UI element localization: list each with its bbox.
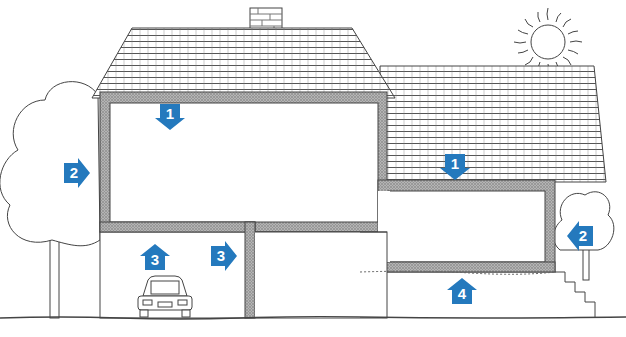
callout-number: 1 bbox=[160, 105, 180, 123]
callout-number: 4 bbox=[452, 285, 472, 303]
roof bbox=[380, 66, 606, 182]
room bbox=[255, 232, 360, 318]
callout-arrow bbox=[155, 104, 185, 130]
ground bbox=[0, 317, 626, 319]
callout-number: 3 bbox=[145, 251, 165, 269]
garage bbox=[100, 232, 387, 318]
callout-arrow bbox=[140, 244, 170, 270]
callout-number: 1 bbox=[445, 155, 465, 173]
callout-number: 2 bbox=[64, 164, 84, 182]
ground bbox=[360, 271, 555, 274]
callout-arrow bbox=[567, 221, 593, 251]
insulation bbox=[378, 180, 555, 272]
room bbox=[388, 191, 545, 262]
roof bbox=[92, 28, 395, 98]
room bbox=[110, 103, 378, 222]
car bbox=[138, 276, 192, 317]
insulation bbox=[100, 222, 255, 232]
insulation bbox=[245, 222, 255, 318]
tree bbox=[554, 192, 614, 280]
tree bbox=[0, 82, 100, 318]
steps bbox=[555, 272, 595, 318]
callout-number: 2 bbox=[573, 227, 593, 245]
callout-arrow bbox=[211, 241, 237, 271]
callout-arrow bbox=[64, 158, 90, 188]
insulation bbox=[100, 92, 387, 232]
insulation bbox=[360, 262, 555, 272]
callout-arrow bbox=[447, 278, 477, 304]
callout-number: 3 bbox=[211, 247, 231, 265]
callout-arrow bbox=[440, 154, 470, 180]
